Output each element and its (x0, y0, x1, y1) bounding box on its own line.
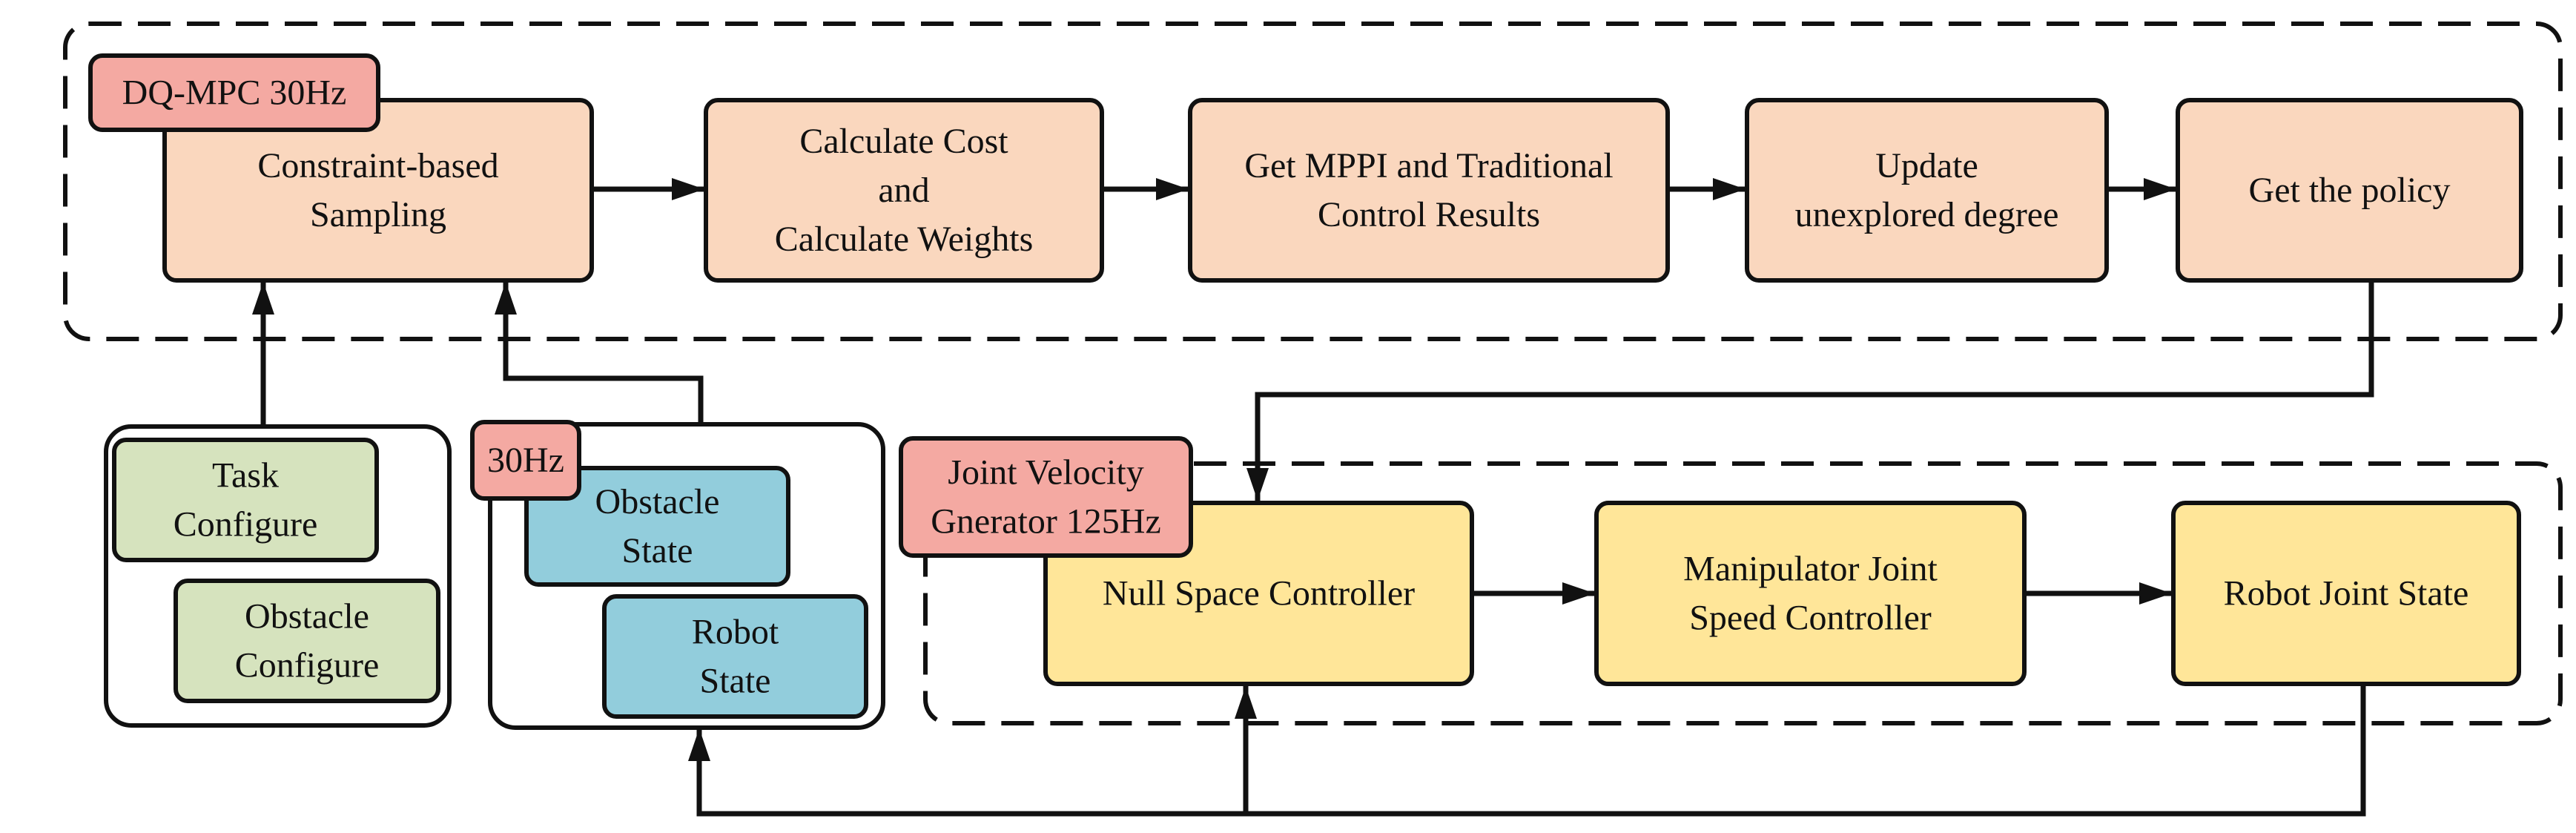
calculate-cost-weights-node-text-line: Calculate Cost (799, 122, 1008, 161)
calculate-cost-weights-node-text-line: and (878, 171, 929, 210)
state-rate-label: 30Hz (470, 420, 581, 501)
update-unexplored-node-box (1745, 98, 2109, 283)
get-policy-node-box (2176, 98, 2523, 283)
manipulator-speed-controller-node-text-line: Speed Controller (1689, 599, 1932, 638)
robot-state-node-text-line: Robot (692, 613, 779, 652)
constraint-sampling-node-text-line: Constraint-based (257, 146, 498, 185)
get-policy-node-text-line: Get the policy (2249, 171, 2451, 210)
state-rate-label-text-line: 30Hz (487, 441, 564, 480)
robot-state-node-text-line: State (700, 662, 771, 701)
null-space-controller-node-text-line: Null Space Controller (1103, 574, 1415, 613)
controller-rate-label-box (899, 436, 1193, 558)
controller-group-frame (923, 461, 2563, 725)
feedback-line (688, 686, 2366, 817)
task-configure-node-text-line: Task (212, 456, 279, 495)
obstacle-state-node-text-line: State (622, 531, 693, 570)
mpc-group-frame (63, 22, 2563, 341)
robot-joint-state-node: Robot Joint State (2171, 501, 2521, 686)
mpc-rate-label-box (88, 53, 380, 132)
mppi-control-results-node-box (1188, 98, 1670, 283)
mppi-control-results-node-text-line: Control Results (1318, 195, 1540, 234)
arrow-state-to-sampling (495, 282, 704, 424)
constraint-sampling-node-text-line: Sampling (310, 195, 446, 234)
update-unexplored-node-text-line: Update (1875, 146, 1978, 185)
mpc-rate-label-text-line: DQ-MPC 30Hz (122, 73, 347, 113)
state-rate-label-box (470, 420, 581, 501)
mpc-rate-label: DQ-MPC 30Hz (88, 53, 380, 132)
obstacle-configure-node-text-line: Obstacle (245, 597, 369, 636)
robot-state-node-box (602, 594, 868, 719)
manipulator-speed-controller-node-text-line: Manipulator Joint (1683, 550, 1938, 589)
obstacle-state-node-box (524, 466, 790, 587)
get-policy-node: Get the policy (2176, 98, 2523, 283)
obstacle-state-node-text-line: Obstacle (595, 482, 720, 521)
controller-rate-label-text-line: Joint Velocity (948, 453, 1143, 493)
update-unexplored-node-text-line: unexplored degree (1795, 195, 2059, 234)
robot-joint-state-node-text-line: Robot Joint State (2224, 574, 2469, 613)
update-unexplored-node: Update unexplored degree (1745, 98, 2109, 283)
obstacle-configure-node-text-line: Configure (235, 646, 380, 685)
robot-joint-state-node-box (2171, 501, 2521, 686)
calculate-cost-weights-node-text-line: Calculate Weights (775, 220, 1034, 259)
manipulator-speed-controller-node-box (1594, 501, 2027, 686)
calculate-cost-weights-node-box (704, 98, 1104, 283)
arrow-policy-to-null-space (1246, 282, 2374, 501)
controller-rate-label-text-line: Gnerator 125Hz (931, 502, 1161, 541)
task-configure-node-text-line: Configure (174, 505, 318, 544)
connectors (252, 178, 2374, 817)
task-configure-node-box (112, 438, 379, 562)
mppi-control-results-node-text-line: Get MPPI and Traditional (1244, 146, 1613, 185)
obstacle-configure-node-box (174, 579, 440, 703)
